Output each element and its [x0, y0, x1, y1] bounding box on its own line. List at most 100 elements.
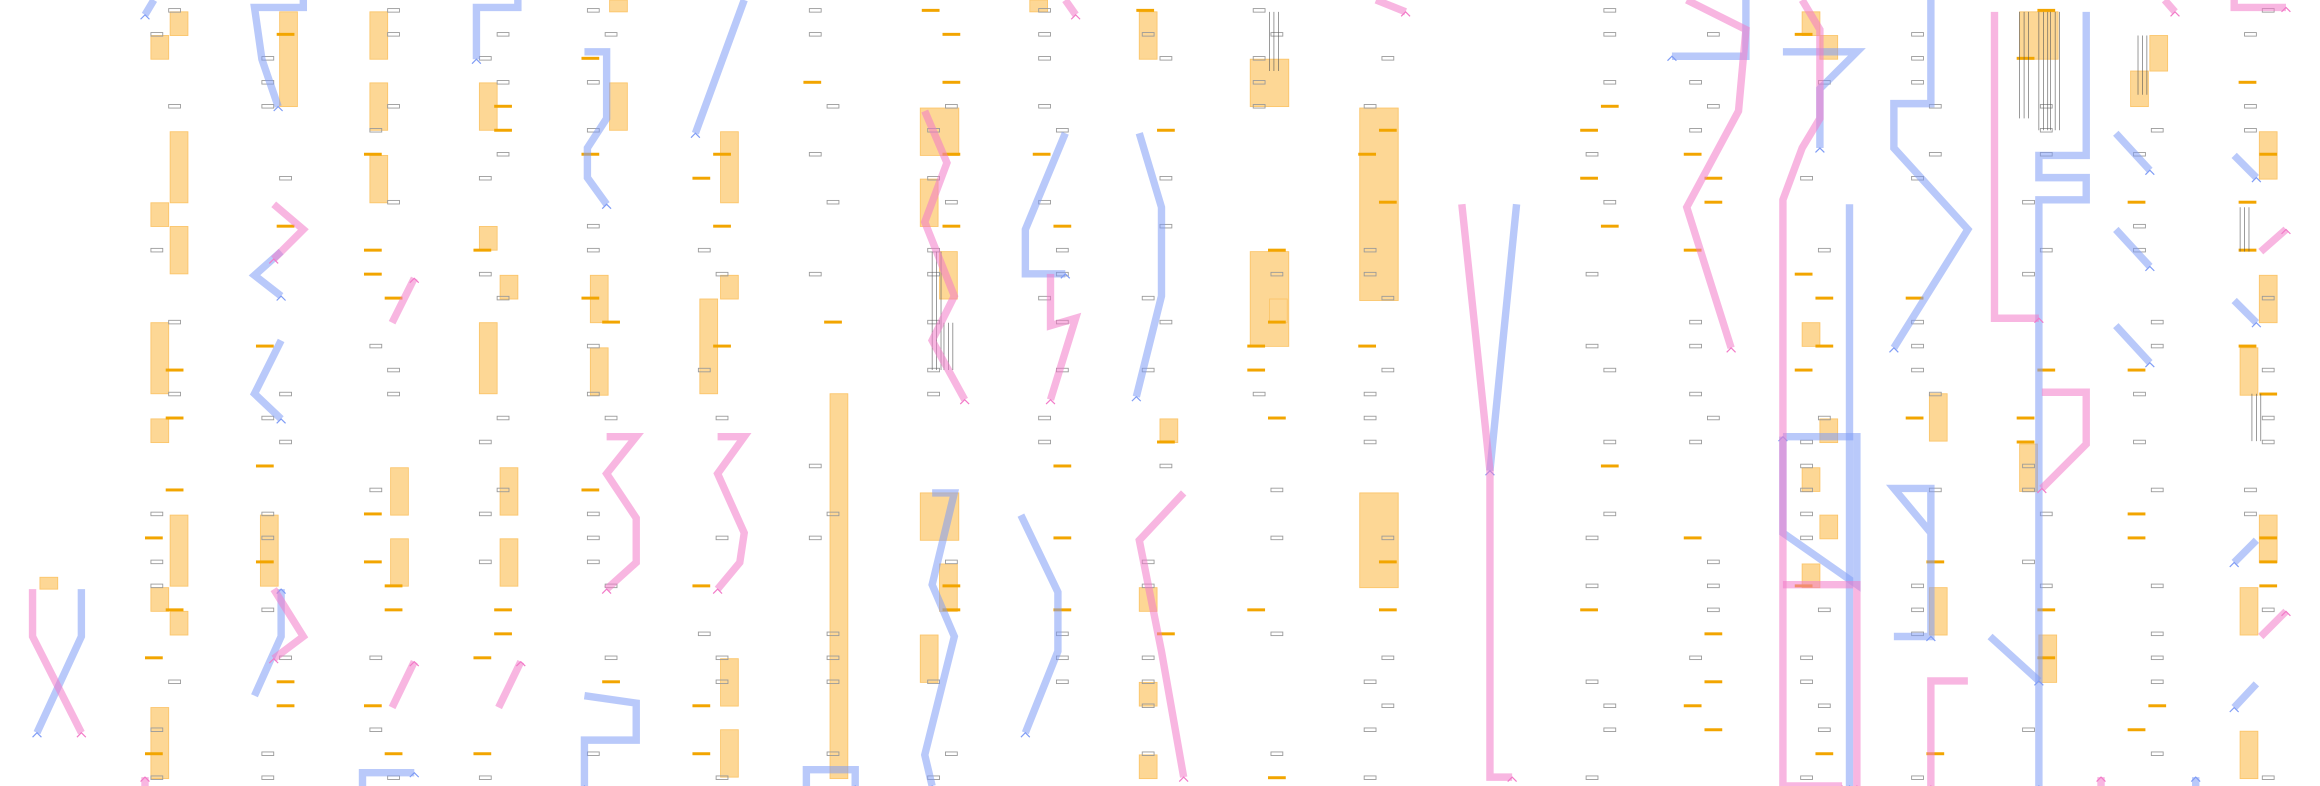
- blue-wire-arrow-icon: [409, 771, 420, 778]
- terminal-box: [2261, 775, 2275, 780]
- signal-dash: [2127, 728, 2146, 732]
- terminal-box: [808, 535, 822, 541]
- terminal-box: [1707, 583, 1720, 589]
- terminal-box: [1603, 703, 1617, 708]
- pink-wire-arrow-icon: [515, 660, 526, 667]
- terminal-box: [1363, 104, 1377, 109]
- signal-dash: [165, 368, 184, 372]
- terminal-box: [1603, 199, 1617, 205]
- terminal-box: [261, 104, 275, 109]
- signal-dash: [363, 704, 382, 708]
- block: [1138, 754, 1158, 780]
- signal-dash: [494, 608, 512, 612]
- blue-wire-arrow-icon: [601, 203, 612, 210]
- terminal-box: [168, 104, 181, 109]
- pink-wire: [2039, 388, 2090, 492]
- terminal-box: [586, 223, 600, 229]
- block: [2130, 70, 2149, 108]
- terminal-box: [1911, 367, 1924, 373]
- terminal-box: [1911, 583, 1924, 589]
- terminal-box: [715, 655, 729, 661]
- signal-dash: [1268, 776, 1286, 780]
- terminal-box: [1363, 439, 1377, 445]
- block: [720, 274, 739, 300]
- terminal-box: [150, 247, 164, 253]
- signal-dash: [1378, 608, 1397, 612]
- signal-dash: [1053, 608, 1072, 612]
- wire-layer: [28, 0, 2291, 786]
- block: [390, 467, 409, 516]
- block: [1819, 514, 1839, 540]
- signal-dash: [942, 152, 961, 156]
- blue-wire: [691, 0, 748, 135]
- block: [609, 82, 628, 131]
- signal-dash: [942, 584, 961, 588]
- terminal-box: [1817, 247, 1831, 253]
- terminal-box: [1270, 751, 1284, 756]
- blue-wire: [2035, 11, 2090, 786]
- block: [720, 658, 739, 707]
- terminal-box: [2039, 104, 2053, 109]
- terminal-box: [927, 391, 940, 397]
- terminal-box: [1141, 703, 1155, 708]
- terminal-box: [1381, 56, 1395, 61]
- blue-wire-arrow-icon: [2190, 776, 2201, 782]
- signal-dash: [942, 32, 961, 36]
- terminal-box: [2244, 128, 2257, 133]
- terminal-box: [387, 199, 400, 205]
- signal-dash: [145, 536, 163, 540]
- signal-dash: [1704, 200, 1723, 204]
- pink-wire: [388, 660, 418, 710]
- block: [279, 11, 298, 108]
- pink-wire-arrow-icon: [2281, 6, 2291, 13]
- terminal-box: [369, 487, 383, 493]
- terminal-box: [387, 32, 400, 37]
- terminal-box: [1252, 80, 1266, 85]
- signal-dash: [165, 608, 184, 612]
- block: [829, 393, 849, 780]
- terminal-box: [2150, 655, 2164, 661]
- terminal-box: [1159, 175, 1173, 181]
- terminal-box: [2150, 679, 2164, 685]
- pink-wire-arrow-icon: [1178, 776, 1189, 782]
- terminal-box: [715, 679, 729, 685]
- terminal-box: [387, 8, 400, 13]
- pink-wire: [713, 432, 752, 592]
- signal-dash: [384, 752, 403, 756]
- terminal-box: [1603, 511, 1617, 517]
- block: [169, 226, 189, 275]
- terminal-box: [2150, 487, 2164, 493]
- signal-dash: [2127, 512, 2146, 516]
- terminal-box: [927, 271, 940, 277]
- terminal-box: [1689, 655, 1702, 661]
- terminal-box: [2261, 415, 2275, 421]
- terminal-box: [1363, 391, 1377, 397]
- terminal-box: [1800, 535, 1813, 541]
- terminal-box: [1252, 8, 1266, 13]
- terminal-box: [1381, 295, 1395, 301]
- terminal-box: [168, 679, 181, 685]
- signal-dash: [1815, 752, 1834, 756]
- signal-dash: [1704, 680, 1723, 684]
- signal-dash: [2037, 656, 2056, 660]
- terminal-box: [1603, 727, 1617, 732]
- blue-wire-arrow-icon: [2251, 321, 2262, 328]
- blue-wire-arrow-icon: [1889, 347, 1899, 353]
- signal-dash: [1358, 344, 1377, 348]
- terminal-box: [1585, 535, 1599, 541]
- terminal-box: [2261, 295, 2275, 301]
- signal-dash: [692, 704, 711, 708]
- signal-dash: [384, 296, 403, 300]
- terminal-box: [826, 655, 840, 661]
- block: [2239, 587, 2259, 636]
- terminal-box: [586, 559, 600, 565]
- blue-wire: [33, 589, 86, 735]
- terminal-box: [1585, 343, 1599, 349]
- terminal-box: [1585, 583, 1599, 589]
- terminal-box: [2261, 439, 2275, 445]
- terminal-box: [1800, 463, 1813, 469]
- signal-dash: [2148, 704, 2167, 708]
- terminal-box: [1363, 271, 1377, 277]
- terminal-box: [2261, 367, 2275, 373]
- signal-dash: [1815, 296, 1834, 300]
